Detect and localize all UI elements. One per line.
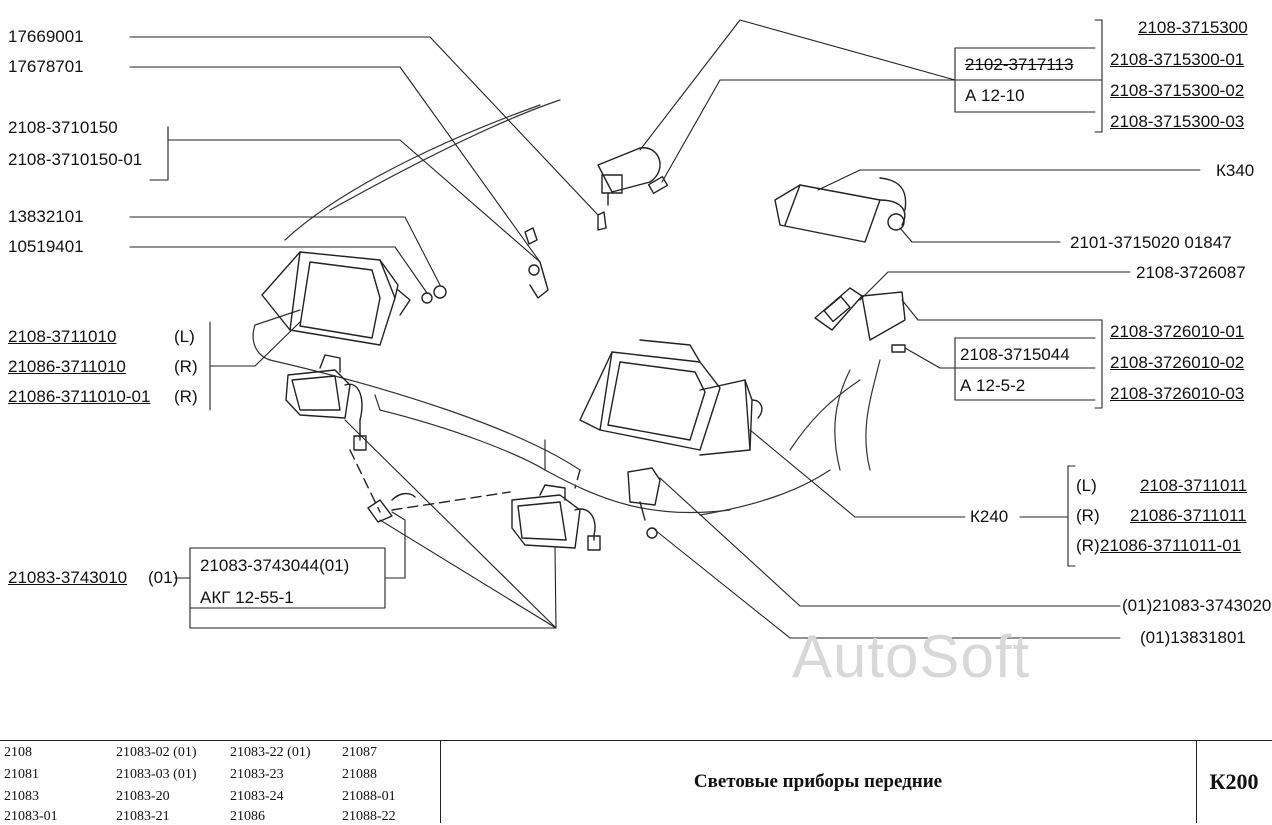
label-2108-3726010-01: 2108-3726010-01 (1110, 322, 1245, 341)
model-cell: 21083-23 (230, 767, 284, 782)
model-cell: 21087 (342, 745, 377, 760)
screws-drawing (421, 211, 607, 304)
label-side-R: (R) (174, 357, 198, 376)
label-2108-3710150-01: 2108-3710150-01 (8, 150, 143, 169)
label-10519401: 10519401 (8, 237, 84, 256)
model-cell: 21086 (230, 809, 265, 824)
label-2108-3726010-03: 2108-3726010-03 (1110, 384, 1245, 403)
label-21086-3711010: 21086-3711010 (8, 357, 126, 376)
label-21086-3711011: 21086-3711011 (1130, 506, 1247, 525)
model-cell: 21083-21 (116, 809, 170, 824)
drawing (129, 19, 1201, 639)
model-cell: 21081 (4, 767, 39, 782)
right-fog-lamp-drawing (511, 484, 601, 551)
label-2102-3717113: 2102-3717113 (965, 55, 1074, 74)
side-marker-drawing (814, 287, 906, 353)
model-cell: 21083 (4, 789, 39, 804)
watermark: AutoSoft (792, 623, 1031, 690)
right-headlamp-drawing (579, 339, 763, 456)
model-cell: 21083-20 (116, 789, 170, 804)
label-21086-3711010-01: 21086-3711010-01 (8, 387, 151, 406)
label-k340: К340 (1216, 161, 1255, 180)
label-2108-3715300: 2108-3715300 (1138, 18, 1248, 37)
label-21083-3743044: 21083-3743044(01) (200, 556, 350, 575)
parking-bulb-drawing (647, 175, 669, 195)
divider (1196, 741, 1197, 823)
label-2108-3711011: 2108-3711011 (1140, 476, 1248, 495)
label-k240: К240 (970, 507, 1009, 526)
model-cell: 21083-24 (230, 789, 284, 804)
label-21083-3743010: 21083-3743010 (8, 568, 128, 587)
label-2108-3726087: 2108-3726087 (1136, 263, 1246, 282)
label-17669001: 17669001 (8, 27, 84, 46)
label-side-R2: (R) (174, 387, 198, 406)
model-cell: 21083-01 (4, 809, 58, 824)
label-13832101: 13832101 (8, 207, 84, 226)
label-r-R2: (R) (1076, 536, 1100, 555)
label-2108-3710150: 2108-3710150 (8, 118, 118, 137)
parts-diagram: 17669001 17678701 2108-3710150 2108-3710… (8, 18, 1272, 690)
label-21086-3711011-01: 21086-3711011-01 (1100, 536, 1242, 555)
bracket-drawing (627, 467, 661, 539)
model-cell: 2108 (4, 745, 32, 760)
label-2108-3726010-02: 2108-3726010-02 (1110, 353, 1245, 372)
label-r-L: (L) (1076, 476, 1097, 495)
label-2108-3715044: 2108-3715044 (960, 345, 1070, 364)
model-cell: 21088 (342, 767, 377, 782)
label-13831801: (01)13831801 (1140, 628, 1246, 647)
model-list: 2108 21083-02 (01) 21083-22 (01) 21087 2… (4, 743, 440, 824)
label-2108-3711010: 2108-3711010 (8, 327, 117, 346)
headlamp-bulb-drawing (597, 147, 661, 206)
left-headlamp-drawing (261, 251, 411, 346)
label-21083-3743020: (01)21083-3743020 (1122, 596, 1272, 615)
label-2101-3715020: 2101-3715020 01847 (1070, 233, 1232, 252)
title-block: 2108 21083-02 (01) 21083-22 (01) 21087 2… (0, 740, 1272, 824)
label-akg-12-55-1: АКГ 12-55-1 (200, 588, 294, 607)
divider (440, 741, 441, 823)
model-cell: 21083-03 (01) (116, 767, 197, 782)
label-2108-3715300-03: 2108-3715300-03 (1110, 112, 1245, 131)
wire-plug-drawing (367, 499, 393, 523)
label-a12-10: А 12-10 (965, 86, 1025, 105)
wiring-drawing (349, 449, 581, 513)
label-a12-5-2: А 12-5-2 (960, 376, 1026, 395)
label-2108-3715300-01: 2108-3715300-01 (1110, 50, 1245, 69)
model-cell: 21083-22 (01) (230, 745, 311, 760)
label-2108-3715300-02: 2108-3715300-02 (1110, 81, 1245, 100)
model-cell: 21083-02 (01) (116, 745, 197, 760)
label-r-R: (R) (1076, 506, 1100, 525)
leader-lines (129, 19, 1201, 639)
label-suffix-01: (01) (148, 568, 179, 587)
sheet-title: Световые приборы передние (693, 771, 943, 792)
left-fog-lamp-drawing (285, 354, 367, 451)
car-body-outline (252, 99, 881, 516)
sheet-code: К200 (1209, 769, 1259, 794)
label-17678701: 17678701 (8, 57, 84, 76)
wire-lead-drawing (391, 492, 416, 501)
model-cell: 21088-01 (342, 789, 396, 804)
label-side-L: (L) (174, 327, 195, 346)
model-cell: 21088-22 (342, 809, 396, 824)
side-repeater-drawing (774, 177, 907, 243)
